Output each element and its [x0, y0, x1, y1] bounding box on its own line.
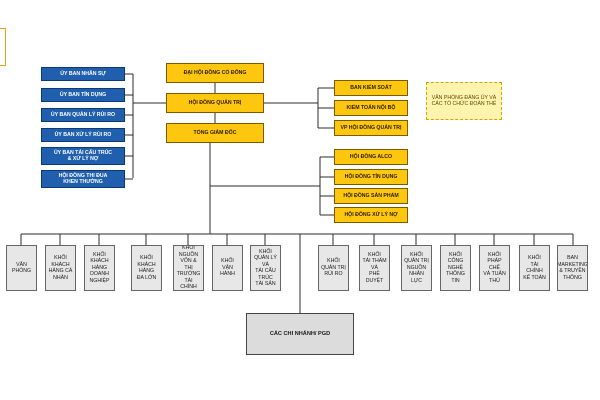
emulation-reward-council-box: HỘI ĐỒNG THI ĐUA KHEN THƯỞNG — [41, 170, 125, 188]
left-block-3: KHỐI KHÁCH HÀNG DOANH NGHIỆP — [84, 245, 115, 291]
right-block-6: KHỐI TÀI CHÍNH KẾ TOÁN — [519, 245, 550, 291]
board-office-box: VP HỘI ĐỒNG QUẢN TRỊ — [334, 120, 408, 136]
right-block-1: KHỐI QUẢN TRỊ RỦI RO — [318, 245, 349, 291]
left-block-1: VĂN PHÒNG — [6, 245, 37, 291]
right-block-3: KHỐI QUẢN TRỊ NGUỒN NHÂN LỰC — [401, 245, 432, 291]
right-block-5: KHỐI PHÁP CHẾ VÀ TUÂN THỦ — [479, 245, 510, 291]
branches-box: CÁC CHI NHÁNH/ PGD — [246, 313, 354, 355]
ceo-box: TỔNG GIÁM ĐỐC — [166, 123, 264, 143]
left-block-5: KHỐI NGUỒN VỐN & THỊ TRƯỜNG TÀI CHÍNH — [173, 245, 204, 291]
shareholders-meeting-box: ĐẠI HỘI ĐỒNG CỔ ĐÔNG — [166, 63, 264, 83]
committee-hr-box: ỦY BAN NHÂN SỰ — [41, 67, 125, 81]
corner-frame-decoration — [0, 28, 6, 66]
right-block-4: KHỐI CÔNG NGHỆ THÔNG TIN — [440, 245, 471, 291]
committee-risk-management-box: ỦY BAN QUẢN LÝ RỦI RO — [41, 108, 125, 122]
left-block-6: KHỐI VẬN HÀNH — [212, 245, 243, 291]
committee-credit-box: ỦY BAN TÍN DỤNG — [41, 88, 125, 102]
left-block-7: KHỐI QUẢN LÝ VÀ TÁI CẤU TRÚC TÀI SẢN — [250, 245, 281, 291]
committee-risk-handling-box: ỦY BAN XỬ LÝ RỦI RO — [41, 128, 125, 142]
committee-restructuring-box: ỦY BAN TÁI CẤU TRÚC & XỬ LÝ NỢ — [41, 147, 125, 165]
supervisory-board-box: BAN KIỂM SOÁT — [334, 80, 408, 96]
credit-council-box: HỘI ĐỒNG TÍN DỤNG — [334, 169, 408, 185]
alco-council-box: HỘI ĐỒNG ALCO — [334, 149, 408, 165]
left-block-2: KHỐI KHÁCH HÀNG CÁ NHÂN — [45, 245, 76, 291]
right-block-7: BAN MARKETING & TRUYỀN THÔNG — [557, 245, 588, 291]
product-council-box: HỘI ĐỒNG SẢN PHẨM — [334, 188, 408, 204]
right-block-2: KHỐI TÁI THẨM VÀ PHÊ DUYỆT — [359, 245, 390, 291]
left-block-4: KHỐI KHÁCH HÀNG ĐA LỚN — [131, 245, 162, 291]
board-of-directors-box: HỘI ĐỒNG QUẢN TRỊ — [166, 93, 264, 113]
debt-handling-council-box: HỘI ĐỒNG XỬ LÝ NỢ — [334, 207, 408, 223]
party-union-office-note: VĂN PHÒNG ĐẢNG ỦY VÀ CÁC TỔ CHỨC ĐOÀN TH… — [426, 82, 502, 120]
internal-audit-box: KIỂM TOÁN NỘI BỘ — [334, 100, 408, 116]
